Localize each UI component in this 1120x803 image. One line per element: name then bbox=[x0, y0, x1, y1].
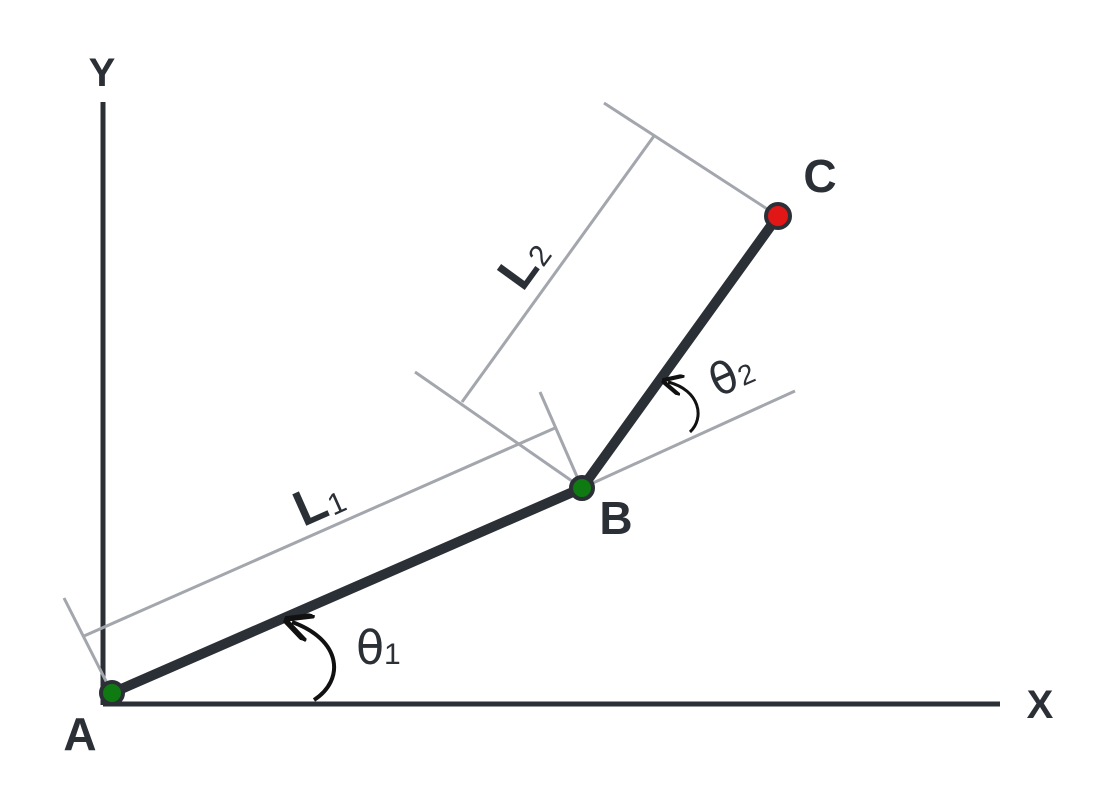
theta1-index: 1 bbox=[384, 638, 401, 671]
point-a-label: A bbox=[63, 708, 96, 760]
theta1-label: θ 1 bbox=[356, 621, 401, 675]
x-axis-label: X bbox=[1027, 683, 1054, 727]
l2-dimension bbox=[414, 101, 779, 490]
theta1-arc bbox=[292, 622, 337, 702]
link-2 bbox=[577, 211, 783, 493]
joint-b bbox=[569, 475, 595, 501]
theta2-arc bbox=[668, 382, 700, 434]
end-effector-c bbox=[764, 202, 792, 230]
y-axis-label: Y bbox=[89, 51, 116, 95]
link-1 bbox=[107, 483, 587, 698]
l1-dimension bbox=[62, 391, 584, 694]
joint-a bbox=[99, 680, 125, 706]
theta2-label: θ 2 bbox=[701, 350, 760, 408]
theta1-symbol: θ bbox=[356, 621, 384, 675]
point-b-label: B bbox=[599, 492, 632, 544]
link1-extension bbox=[581, 389, 796, 490]
point-c-label: C bbox=[803, 150, 836, 202]
l2-label: L 2 bbox=[486, 239, 558, 299]
l1-label: L 1 bbox=[285, 474, 351, 538]
